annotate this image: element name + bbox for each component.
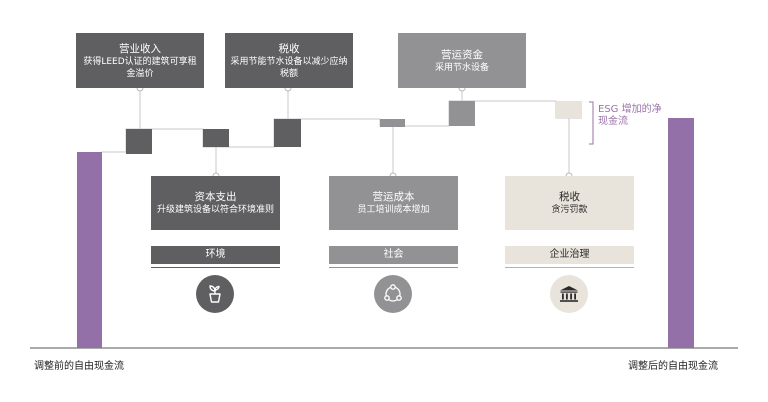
- divider: [329, 267, 458, 268]
- fcf-after-label: 调整后的自由现金流: [628, 361, 718, 372]
- opex-box: 营运成本 员工培训成本增加: [329, 176, 458, 230]
- step-block: [203, 129, 229, 147]
- bank-icon: [550, 275, 588, 313]
- divider: [505, 267, 634, 268]
- box-subtitle: 贪污罚款: [551, 205, 588, 215]
- category-environment: 环境: [151, 246, 280, 264]
- box-title: 资本支出: [194, 191, 237, 203]
- step-block: [380, 119, 405, 127]
- revenue-box: 营业收入 获得LEED认证的建筑可享租金溢价: [76, 33, 204, 88]
- category-social: 社会: [329, 246, 458, 264]
- step-block: [126, 129, 152, 154]
- step-block: [556, 101, 582, 118]
- box-title: 营运资金: [441, 48, 483, 61]
- box-title: 营运成本: [372, 191, 415, 203]
- fcf-before-label: 调整前的自由现金流: [34, 361, 124, 372]
- tax-box-bottom: 税收 贪污罚款: [505, 176, 634, 230]
- step-block: [449, 101, 475, 126]
- box-subtitle: 采用节能节水设备以减少应纳税额: [230, 56, 348, 79]
- working-capital-box: 营运资金 采用节水设备: [398, 33, 526, 88]
- box-subtitle: 升级建筑设备以符合环境准则: [156, 205, 274, 215]
- box-subtitle: 采用节水设备: [434, 62, 489, 73]
- fcf-before-bar: [77, 152, 102, 348]
- tax-box-top: 税收 采用节能节水设备以减少应纳税额: [225, 33, 353, 88]
- box-title: 营业收入: [119, 42, 161, 55]
- box-title: 税收: [278, 42, 300, 55]
- network-icon: [374, 275, 412, 313]
- esg-net-cash-flow-note: ESG 增加的净现金流: [598, 104, 662, 127]
- capex-box: 资本支出 升级建筑设备以符合环境准则: [151, 176, 280, 230]
- divider: [151, 267, 280, 268]
- box-title: 税收: [559, 191, 580, 203]
- step-block: [274, 119, 301, 147]
- box-subtitle: 获得LEED认证的建筑可享租金溢价: [83, 56, 197, 79]
- box-subtitle: 员工培训成本增加: [357, 205, 430, 215]
- category-governance: 企业治理: [505, 246, 634, 264]
- fcf-after-bar: [668, 118, 694, 348]
- plant-icon: [196, 275, 234, 313]
